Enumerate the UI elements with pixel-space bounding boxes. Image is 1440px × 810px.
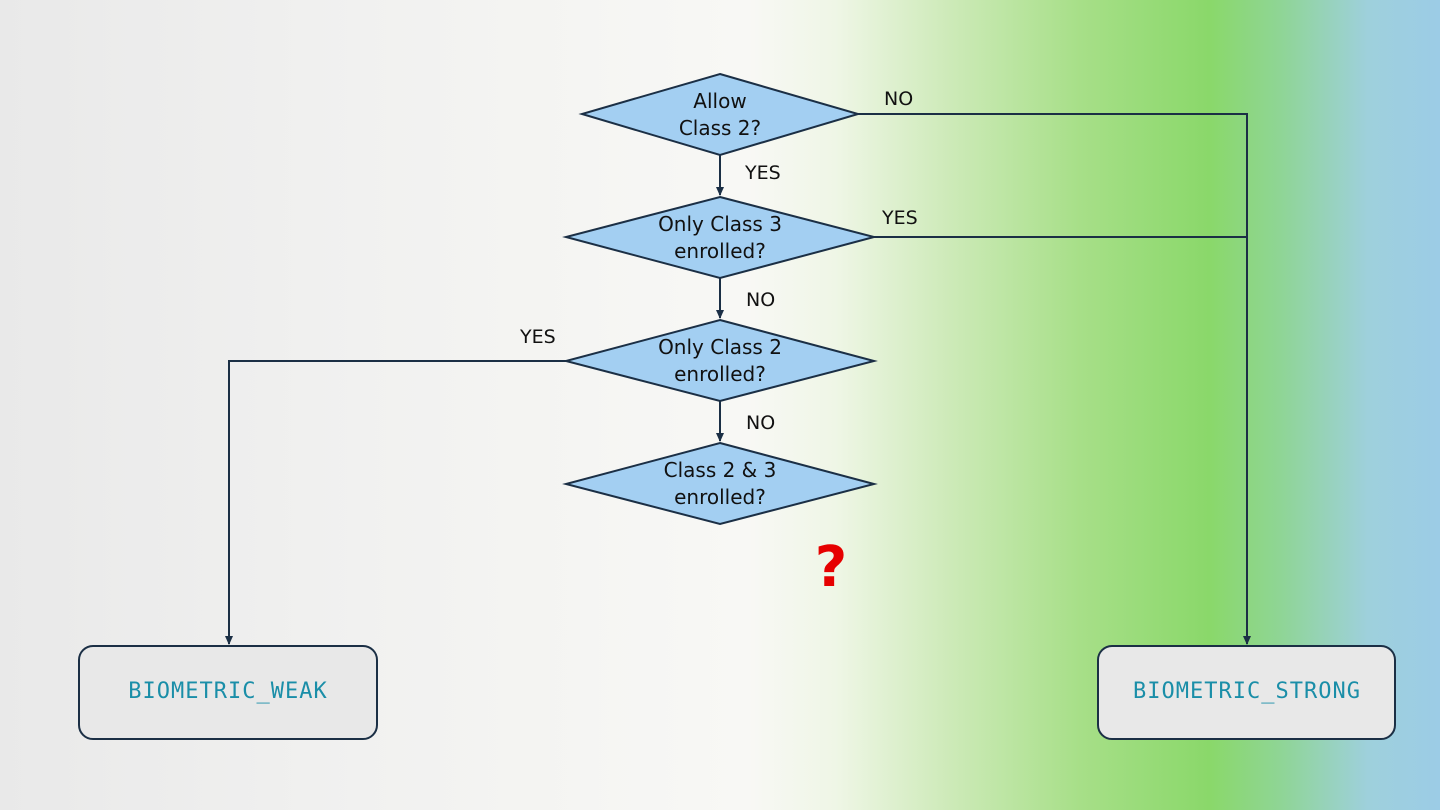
diamond-shape — [562, 195, 878, 280]
diamond-shape — [578, 72, 862, 157]
decision-label-line2: enrolled? — [674, 362, 766, 386]
decision-label-line2: enrolled? — [674, 239, 766, 263]
edge-label-only2-yes: YES — [519, 326, 556, 348]
decision-only-class2: Only Class 2 enrolled? — [562, 318, 878, 403]
decision-label-line1: Class 2 & 3 — [664, 458, 777, 482]
diamond-shape — [562, 318, 878, 403]
outcome-biometric-weak: BIOMETRIC_WEAK — [78, 645, 378, 740]
edge-label-allow-yes: YES — [744, 162, 781, 184]
decision-only-class3: Only Class 3 enrolled? — [562, 195, 878, 280]
edge-only2-yes — [225, 360, 566, 645]
terminal-box — [1097, 645, 1396, 740]
decision-allow-class2: Allow Class 2? — [578, 72, 862, 157]
decision-label-line1: Only Class 2 — [658, 335, 782, 359]
edge-label-only2-no: NO — [746, 412, 775, 434]
edge-label-only3-yes: YES — [881, 207, 918, 229]
terminal-box — [78, 645, 378, 740]
decision-label-line2: enrolled? — [674, 485, 766, 509]
terminal-label: BIOMETRIC_STRONG — [1133, 679, 1361, 704]
decision-label-line2: Class 2? — [679, 116, 761, 140]
edge-allow-no — [858, 113, 1251, 645]
edge-label-only3-no: NO — [746, 289, 775, 311]
decision-label-line1: Allow — [693, 89, 746, 113]
outcome-biometric-strong: BIOMETRIC_STRONG — [1097, 645, 1396, 740]
decision-class2-and-3: Class 2 & 3 enrolled? — [562, 441, 878, 526]
terminal-label: BIOMETRIC_WEAK — [128, 679, 327, 704]
diamond-shape — [562, 441, 878, 526]
unknown-outcome-marker: ? — [815, 535, 847, 600]
edge-label-allow-no: NO — [884, 88, 913, 110]
decision-label-line1: Only Class 3 — [658, 212, 782, 236]
